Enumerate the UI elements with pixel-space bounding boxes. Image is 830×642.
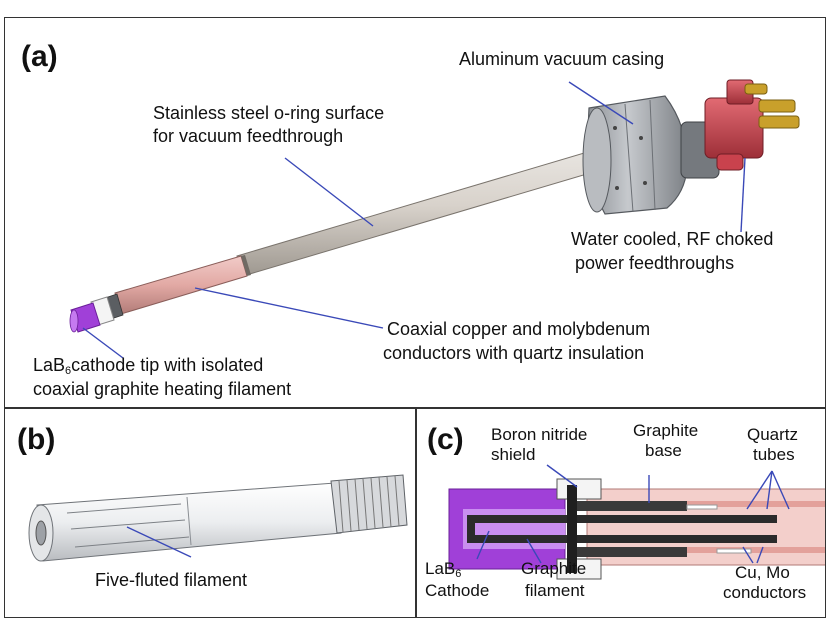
label-cathode-tip-line1: LaB6cathode tip with isolated xyxy=(33,354,263,382)
leader-cumo-1 xyxy=(742,546,754,564)
leader-tip xyxy=(82,327,124,359)
lab6-cathode-tip xyxy=(69,302,101,333)
label-stainless-oring-line2: for vacuum feedthrough xyxy=(153,126,344,146)
panel-c: (c) Boron nitride shield Graphite base Q… xyxy=(416,408,826,618)
filament-illustration xyxy=(28,474,408,562)
label-boron-nitride-line2: shield xyxy=(491,445,536,464)
panel-label-b: (b) xyxy=(17,423,56,456)
panel-a: (a) Aluminum vacuum casing Stainless ste… xyxy=(4,17,826,408)
label-cu-mo-line1: Cu, Mo xyxy=(735,563,790,582)
leader-lines xyxy=(82,81,746,359)
label-aluminum-casing: Aluminum vacuum casing xyxy=(459,49,665,69)
leader-boron xyxy=(546,464,578,488)
lab6-text: LaB xyxy=(425,559,456,578)
graphite-base-section xyxy=(567,501,687,557)
label-coaxial-line1: Coaxial copper and molybdenum xyxy=(387,319,651,339)
label-five-fluted-filament: Five-fluted filament xyxy=(95,570,248,590)
label-graphite-base-line1: Graphite xyxy=(633,421,699,440)
lab6-subscript: 6 xyxy=(455,568,462,580)
cathode-tip-text: cathode tip with isolated xyxy=(71,355,264,375)
leader-cumo-2 xyxy=(756,546,764,564)
label-stainless-oring-line1: Stainless steel o-ring surface xyxy=(153,103,385,123)
leader-coax xyxy=(194,287,384,329)
panel-b: (b) Five-fluted filament xyxy=(4,408,416,618)
leader-lines-c xyxy=(476,464,790,564)
quartz-tube-ends xyxy=(686,504,752,554)
label-lab6-line2: Cathode xyxy=(425,581,490,600)
leader-quartz-1 xyxy=(746,470,773,510)
stainless-shaft xyxy=(236,147,608,277)
cross-section-illustration xyxy=(448,464,825,580)
label-graphite-base-line2: base xyxy=(645,441,682,460)
label-cathode-tip-line2: coaxial graphite heating filament xyxy=(33,379,292,399)
filament-body xyxy=(28,482,342,562)
label-graphite-filament-line2: filament xyxy=(525,581,585,600)
label-quartz-tubes-line1: Quartz xyxy=(747,425,799,444)
leader-water xyxy=(740,157,746,233)
leader-filament xyxy=(126,526,192,558)
label-water-cooled-line2: power feedthroughs xyxy=(575,253,735,273)
probe-illustration xyxy=(69,79,800,359)
leader-quartz-3 xyxy=(771,470,790,510)
label-graphite-filament-line1: Graphite xyxy=(521,559,587,578)
panel-label-c: (c) xyxy=(427,423,464,456)
panel-label-a: (a) xyxy=(21,40,58,73)
leader-oring xyxy=(284,157,374,227)
label-lab6-line1: LaB6 xyxy=(425,559,461,584)
graphite-filament-section xyxy=(467,515,777,543)
label-boron-nitride-line1: Boron nitride xyxy=(491,425,588,444)
label-water-cooled-line1: Water cooled, RF choked xyxy=(571,229,774,249)
lab-subscript: 6 xyxy=(65,365,72,377)
lab-text: LaB xyxy=(33,355,66,375)
label-coaxial-line2: conductors with quartz insulation xyxy=(383,343,645,363)
leader-quartz-2 xyxy=(766,470,773,510)
label-cu-mo-line2: conductors xyxy=(723,583,807,602)
label-quartz-tubes-line2: tubes xyxy=(753,445,795,464)
boron-nitride-shield-section xyxy=(556,478,602,580)
copper-section xyxy=(114,255,251,315)
threaded-end xyxy=(330,474,408,534)
leader-lab6 xyxy=(476,530,490,560)
leader-graphite-filament xyxy=(526,538,542,564)
lab6-cathode xyxy=(448,488,566,570)
rear-connector-block xyxy=(680,79,800,179)
leader-casing xyxy=(568,81,634,125)
aluminum-casing xyxy=(582,95,688,215)
